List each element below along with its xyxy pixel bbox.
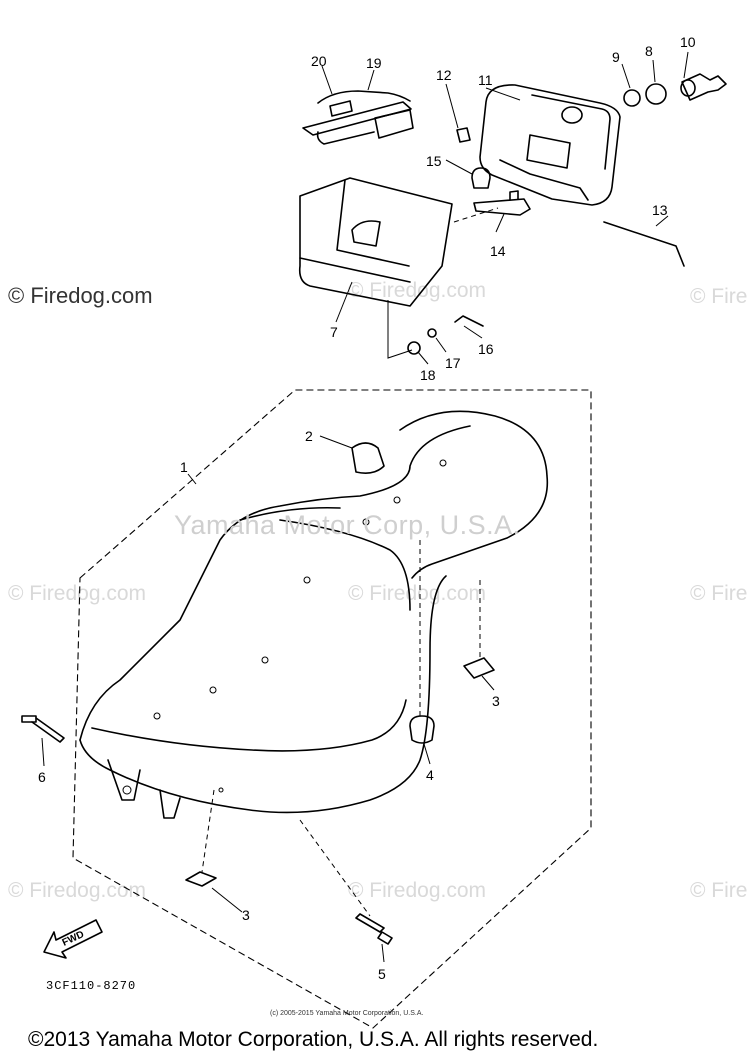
callout-10: 10 [680, 34, 696, 50]
part-4-damper [409, 715, 435, 744]
callout-3-right: 3 [492, 693, 500, 709]
part-6-bolt [21, 715, 37, 723]
callout-4: 4 [426, 767, 434, 783]
seat-outline [79, 575, 447, 814]
watermark-firedog-left-dark: © Firedog.com [8, 283, 153, 308]
part-15-cap [471, 167, 491, 189]
upper-assembly [298, 73, 727, 359]
callout-6: 6 [38, 769, 46, 785]
watermarks: © Firedog.com © Firedog.com © Fired © Fi… [8, 279, 748, 902]
callout-16: 16 [478, 341, 494, 357]
part-12-nut [456, 127, 471, 143]
part-5-bolt [355, 913, 385, 933]
part-2-seat-strap [351, 442, 385, 474]
watermark-firedog-center-mid: © Firedog.com [348, 582, 486, 605]
callout-20: 20 [311, 53, 327, 69]
callout-5: 5 [378, 966, 386, 982]
part-20-clip [302, 101, 412, 136]
watermark-firedog-right-mid: © Fired [690, 582, 748, 605]
callout-1: 1 [180, 459, 188, 475]
fwd-arrow: FWD [43, 919, 103, 959]
callout-numbers: 1 2 3 3 4 5 6 7 8 9 10 11 12 13 14 15 16… [38, 34, 696, 982]
seat-assembly-boundary [72, 389, 592, 1029]
part-19-strap [317, 90, 411, 104]
part-16-bolt [454, 315, 484, 327]
callout-12: 12 [436, 67, 452, 83]
callout-14: 14 [490, 243, 506, 259]
part-7-box [298, 177, 453, 307]
callout-19: 19 [366, 55, 382, 71]
callout-2: 2 [305, 428, 313, 444]
part-14-bracket [473, 198, 531, 216]
seat-rear-cushion [399, 410, 549, 579]
callout-3-lower: 3 [242, 907, 250, 923]
part-10-key-lock [681, 73, 727, 101]
part-3-cushion-lower [185, 871, 217, 887]
callout-8: 8 [645, 43, 653, 59]
diagram-code: 3CF110-8270 [46, 979, 136, 993]
callout-17: 17 [445, 355, 461, 371]
callout-9: 9 [612, 49, 620, 65]
callout-15: 15 [426, 153, 442, 169]
small-copyright: (c) 2005-2015 Yamaha Motor Corporation, … [270, 1010, 423, 1017]
part-11-tray [479, 84, 621, 206]
part-3-cushion-right [463, 657, 495, 679]
part-17-washer [427, 328, 437, 338]
callout-7: 7 [330, 324, 338, 340]
callout-11: 11 [478, 72, 493, 88]
callout-18: 18 [420, 367, 436, 383]
callout-13: 13 [652, 202, 668, 218]
leader-lines [41, 51, 689, 963]
watermark-firedog-center-top: © Firedog.com [348, 279, 486, 302]
part-13-rod [603, 221, 685, 267]
part-9-washer [623, 89, 641, 107]
footer-copyright: ©2013 Yamaha Motor Corporation, U.S.A. A… [28, 1028, 598, 1051]
watermark-firedog-left-bottom: © Firedog.com [8, 879, 146, 902]
seat-assembly [21, 410, 549, 945]
watermark-firedog-center-bottom: © Firedog.com [348, 879, 486, 902]
part-8-grommet [645, 83, 667, 105]
watermark-firedog-right-top: © Fired [690, 285, 748, 308]
watermark-firedog-left-mid: © Firedog.com [8, 582, 146, 605]
watermark-yamaha-overlay: Yamaha Motor Corp, U.S.A. [174, 510, 521, 540]
watermark-firedog-right-bottom: © Fired [690, 879, 748, 902]
part-18-collar [407, 341, 421, 355]
part-11-lock-hole [561, 106, 583, 124]
